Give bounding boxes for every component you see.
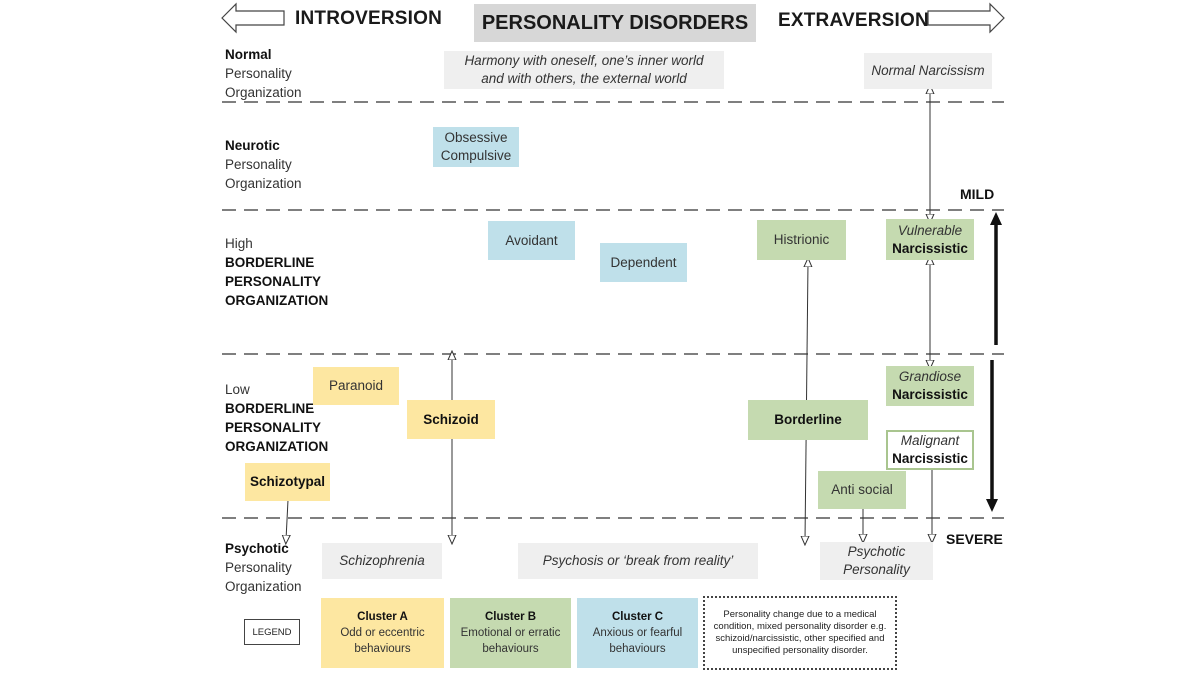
normal-narcissism-box: Normal Narcissism bbox=[864, 53, 992, 89]
level-normal: Normal Personality Organization bbox=[225, 47, 302, 100]
grandiose-narcissistic-box: Grandiose Narcissistic bbox=[886, 366, 974, 406]
introversion-arrow-icon bbox=[221, 2, 285, 34]
dependent-box: Dependent bbox=[600, 243, 687, 282]
level-separators bbox=[222, 101, 1004, 519]
obsessive-compulsive-box: Obsessive Compulsive bbox=[433, 127, 519, 167]
introversion-label: INTROVERSION bbox=[295, 8, 443, 29]
histrionic-box: Histrionic bbox=[757, 220, 846, 260]
schizophrenia-box: Schizophrenia bbox=[322, 543, 442, 579]
paranoid-box: Paranoid bbox=[313, 367, 399, 405]
vulnerable-narcissistic-box: Vulnerable Narcissistic bbox=[886, 219, 974, 260]
schizotypal-arrow bbox=[286, 499, 288, 540]
psychotic-personality-box: Psychotic Personality bbox=[820, 542, 933, 580]
legend-cluster-b: Cluster B Emotional or erratic behaviour… bbox=[450, 598, 571, 668]
schizotypal-box: Schizotypal bbox=[245, 463, 330, 501]
extraversion-arrow-icon bbox=[927, 2, 1005, 34]
level-high-borderline: High BORDERLINE PERSONALITY ORGANIZATION bbox=[225, 236, 329, 308]
severity-mild: MILD bbox=[960, 186, 995, 202]
psychosis-box: Psychosis or ‘break from reality’ bbox=[518, 543, 758, 579]
level-low-borderline: Low BORDERLINE PERSONALITY ORGANIZATION bbox=[225, 382, 329, 454]
legend-other: Personality change due to a medical cond… bbox=[703, 596, 897, 670]
level-neurotic: Neurotic Personality Organization bbox=[225, 138, 302, 191]
legend-cluster-a: Cluster A Odd or eccentric behaviours bbox=[321, 598, 444, 668]
page-title: PERSONALITY DISORDERS bbox=[474, 4, 756, 42]
severity-arrow-icon bbox=[986, 212, 1002, 512]
extraversion-label: EXTRAVERSION bbox=[778, 10, 929, 31]
malignant-narcissistic-box: Malignant Narcissistic bbox=[886, 430, 974, 470]
borderline-box: Borderline bbox=[748, 400, 868, 440]
harmony-box: Harmony with oneself, one’s inner world … bbox=[444, 51, 724, 89]
legend-cluster-c: Cluster C Anxious or fearful behaviours bbox=[577, 598, 698, 668]
level-psychotic: Psychotic Personality Organization bbox=[225, 541, 302, 594]
severity-severe: SEVERE bbox=[946, 531, 1003, 547]
schizoid-box: Schizoid bbox=[407, 400, 495, 439]
avoidant-box: Avoidant bbox=[488, 221, 575, 260]
legend-label: LEGEND bbox=[244, 619, 300, 645]
antisocial-box: Anti social bbox=[818, 471, 906, 509]
